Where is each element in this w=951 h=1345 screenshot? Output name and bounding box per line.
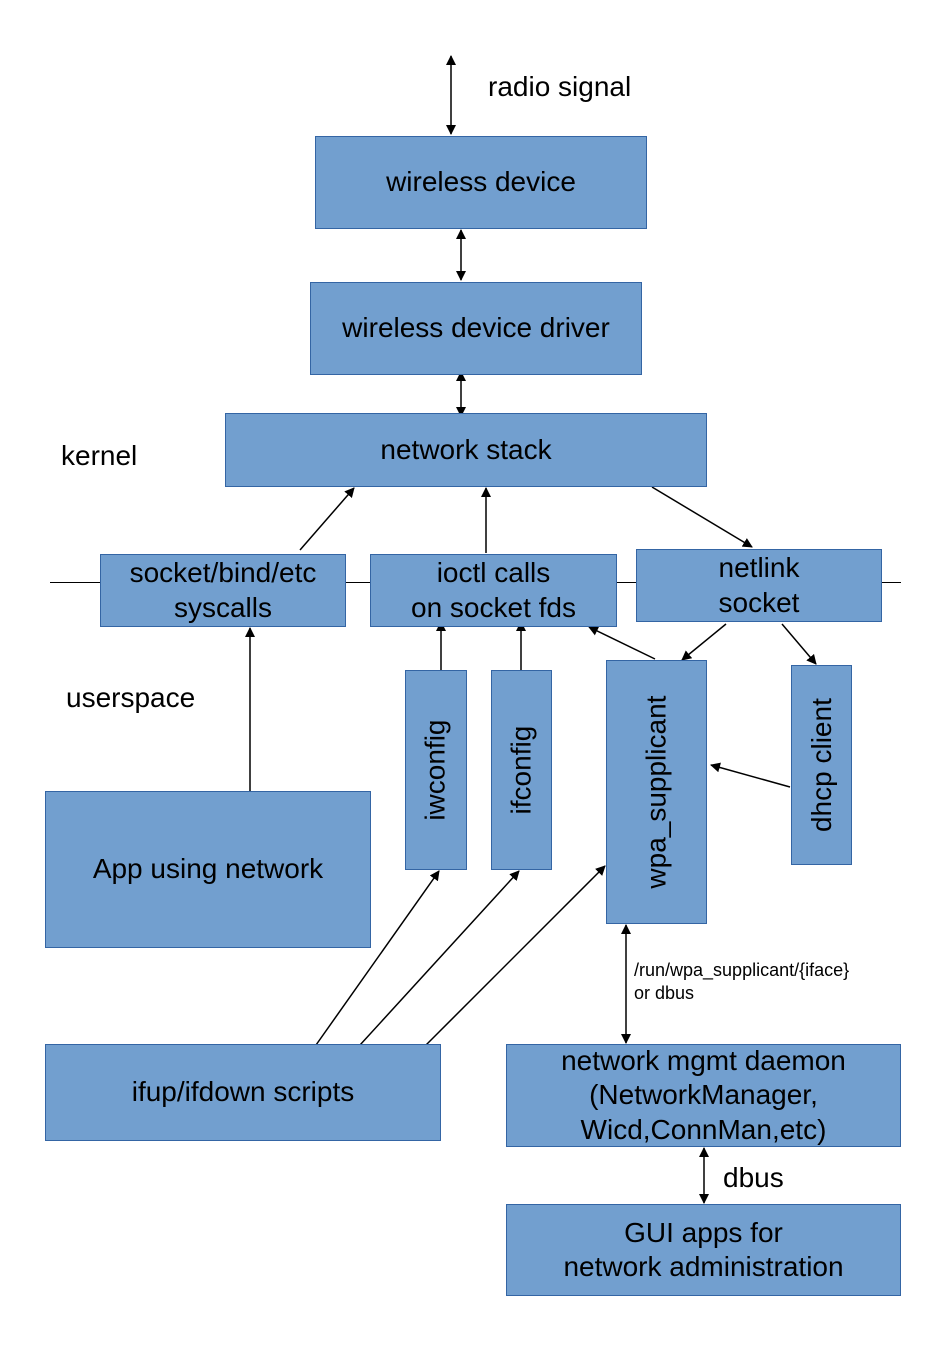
ioctl-calls-text: ioctl calls on socket fds (411, 557, 576, 623)
dbus-label: dbus (723, 1162, 784, 1193)
wireless-device-driver-text: wireless device driver (342, 312, 610, 344)
wireless-device-driver-box: wireless device driver (310, 282, 642, 375)
kernel-userspace-divider (345, 582, 371, 583)
scripts-to-ifconfig-arrow (359, 870, 520, 1046)
ifconfig-text: ifconfig (505, 725, 537, 815)
socket-syscalls-box: socket/bind/etc syscalls (100, 554, 346, 627)
scripts-to-iwconfig-arrow (315, 870, 440, 1046)
radio-signal-label: radio signal (488, 71, 632, 102)
iwconfig-text: iwconfig (419, 719, 451, 821)
netlink-to-wpa-arrow (681, 623, 727, 661)
dhcp-client-text: dhcp client (805, 698, 837, 832)
netlink-socket-box: netlink socket (636, 549, 882, 622)
syscalls-to-stack-arrow (299, 487, 355, 551)
ifup-ifdown-scripts-text: ifup/ifdown scripts (131, 1076, 355, 1108)
kernel-userspace-divider (881, 582, 901, 583)
ifconfig-box: ifconfig (491, 670, 552, 870)
network-mgmt-daemon-box: network mgmt daemon (NetworkManager, Wic… (506, 1044, 901, 1147)
ifup-ifdown-scripts-box: ifup/ifdown scripts (45, 1044, 441, 1141)
network-mgmt-daemon-text: network mgmt daemon (NetworkManager, Wic… (561, 1045, 846, 1145)
gui-apps-box: GUI apps for network administration (506, 1204, 901, 1296)
network-stack-text: network stack (380, 433, 552, 465)
wireless-device-text: wireless device (386, 166, 576, 198)
wpa-supplicant-box: wpa_supplicant (606, 660, 707, 924)
wpa-to-ioctl-arrow (588, 626, 656, 660)
netlink-to-dhcp-arrow (781, 623, 817, 665)
network-stack-box: network stack (225, 413, 707, 487)
ioctl-calls-box: ioctl calls on socket fds (370, 554, 617, 627)
wpa-supplicant-text: wpa_supplicant (640, 695, 672, 889)
socket-syscalls-text: socket/bind/etc syscalls (129, 557, 317, 623)
gui-apps-text: GUI apps for network administration (563, 1216, 844, 1282)
kernel-label: kernel (61, 440, 138, 471)
netlink-socket-text: netlink socket (718, 552, 800, 618)
wpa-socket-path-label: /run/wpa_supplicant/{iface} or dbus (634, 960, 850, 1004)
kernel-userspace-divider (50, 582, 101, 583)
wireless-device-box: wireless device (315, 136, 647, 229)
userspace-label: userspace (66, 682, 196, 713)
kernel-userspace-divider (616, 582, 637, 583)
stack-to-netlink-arrow (651, 486, 753, 548)
app-using-network-text: App using network (92, 853, 324, 885)
scripts-to-wpa-arrow (425, 865, 606, 1046)
dhcp-to-wpa-arrow (710, 762, 791, 788)
iwconfig-box: iwconfig (405, 670, 467, 870)
dhcp-client-box: dhcp client (791, 665, 852, 865)
app-using-network-box: App using network (45, 791, 371, 948)
